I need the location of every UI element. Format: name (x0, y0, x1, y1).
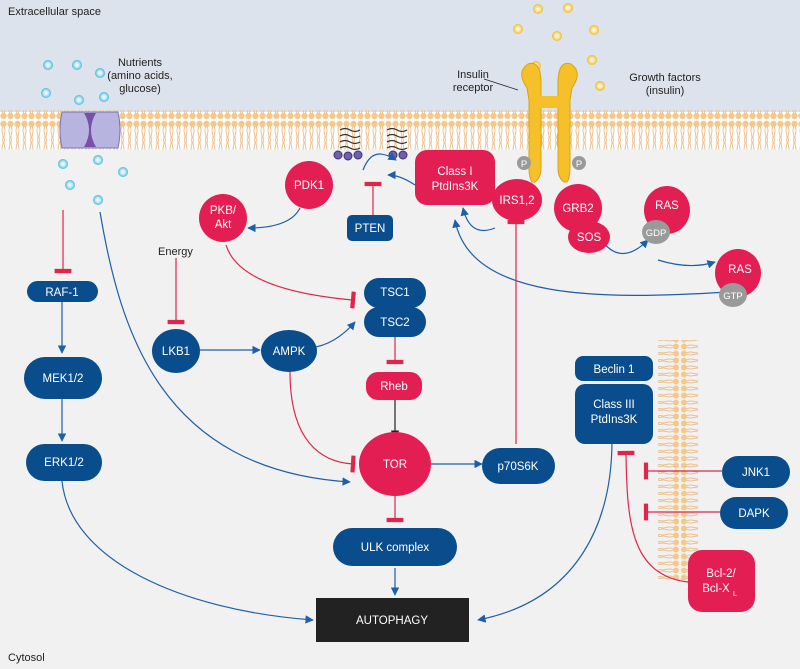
phosphoinositide-left (333, 127, 363, 161)
rheb-node: Rheb (366, 372, 422, 400)
activation-edges (57, 152, 729, 624)
svg-text:Akt: Akt (215, 219, 232, 231)
svg-text:MEK1/2: MEK1/2 (43, 373, 84, 385)
tor-node: TOR (359, 432, 431, 496)
svg-text:RAS: RAS (728, 264, 752, 276)
phosphate-left: P (517, 156, 531, 170)
svg-text:SOS: SOS (577, 232, 602, 244)
nutrient-particles (41, 60, 128, 205)
edge-ras-gdp-ras-gtp (657, 259, 716, 269)
edge-pkb-inhibit-tsc (225, 244, 356, 309)
insulin-receptor (521, 62, 578, 183)
bclx-text: Bcl-X (702, 583, 730, 595)
inhibition-edges (54, 181, 722, 583)
nutrients-label-line2: (amino acids, (107, 70, 172, 82)
receptor-callout-line (483, 78, 519, 91)
insulin-receptor-label-line1: Insulin (457, 69, 489, 81)
svg-text:ULK complex: ULK complex (361, 542, 430, 554)
svg-text:TSC1: TSC1 (380, 287, 409, 299)
svg-text:Rheb: Rheb (380, 381, 408, 393)
svg-text:AUTOPHAGY: AUTOPHAGY (356, 615, 428, 627)
svg-text:RAS: RAS (655, 200, 679, 212)
raf1-node: RAF-1 (27, 281, 98, 302)
edge-class3-autophagy (477, 439, 613, 623)
svg-text:PKB/: PKB/ (210, 205, 237, 217)
nutrients-label-line1: Nutrients (118, 57, 163, 69)
gdp-tag: GDP (642, 220, 670, 244)
svg-text:DAPK: DAPK (738, 508, 770, 520)
edge-pdk1-pkb (247, 207, 301, 233)
edge-class1-pdk1 (387, 170, 416, 186)
edge-erk12-autophagy (61, 480, 314, 624)
svg-text:PtdIns3K: PtdIns3K (432, 181, 479, 193)
dapk-node: DAPK (720, 497, 788, 529)
edge-ras-gtp-class1 (452, 219, 729, 296)
svg-text:Bcl-2/: Bcl-2/ (706, 568, 736, 580)
extracellular-region (0, 0, 800, 112)
growth-factors-label-line1: Growth factors (629, 72, 701, 84)
svg-text:LKB1: LKB1 (162, 346, 190, 358)
lkb1-node: LKB1 (152, 329, 200, 373)
edge-pip-to-pip3 (362, 152, 397, 171)
tsc2-node: TSC2 (364, 307, 426, 337)
svg-text:IRS1,2: IRS1,2 (499, 195, 534, 207)
tsc1-node: TSC1 (364, 278, 426, 308)
class3-ptdins3k-node: Class III PtdIns3K (575, 384, 653, 444)
svg-text:P: P (576, 159, 582, 170)
irs12-node: IRS1,2 (492, 179, 542, 221)
ulk-complex-node: ULK complex (333, 528, 457, 566)
ampk-node: AMPK (261, 330, 317, 372)
svg-text:Beclin 1: Beclin 1 (594, 364, 635, 376)
svg-text:RAF-1: RAF-1 (45, 287, 78, 299)
svg-text:PTEN: PTEN (355, 223, 386, 235)
svg-text:GDP: GDP (646, 228, 667, 239)
extracellular-space-label: Extracellular space (8, 6, 101, 18)
class1-ptdins3k-node: Class I PtdIns3K (415, 150, 495, 205)
autophagy-node: AUTOPHAGY (316, 598, 469, 642)
cytosol-label: Cytosol (8, 652, 45, 664)
edge-nutrients-tor (99, 211, 351, 486)
nutrient-transporter (59, 111, 121, 149)
svg-text:AMPK: AMPK (273, 346, 306, 358)
grb2-node: GRB2 (554, 184, 602, 232)
svg-text:GTP: GTP (723, 291, 743, 302)
svg-text:p70S6K: p70S6K (498, 461, 539, 473)
svg-text:ERK1/2: ERK1/2 (44, 457, 84, 469)
svg-text:TSC2: TSC2 (380, 317, 409, 329)
svg-text:PDK1: PDK1 (294, 180, 324, 192)
svg-text:JNK1: JNK1 (742, 467, 770, 479)
svg-text:P: P (521, 159, 527, 170)
bclx-subscript: L (733, 591, 737, 598)
insulin-receptor-label-line2: receptor (453, 82, 494, 94)
pkb-akt-node: PKB/ Akt (199, 194, 247, 242)
svg-text:Class III: Class III (593, 399, 635, 411)
svg-text:TOR: TOR (383, 459, 407, 471)
sos-node: SOS (568, 221, 610, 253)
svg-text:GRB2: GRB2 (562, 203, 593, 215)
p70s6k-node: p70S6K (482, 448, 555, 484)
edge-ampk-inhibit-tor (289, 371, 356, 473)
svg-text:Class I: Class I (437, 166, 472, 178)
gtp-tag: GTP (719, 283, 747, 307)
jnk1-node: JNK1 (722, 456, 790, 488)
edge-bcl2-inhibit-beclin (617, 450, 689, 583)
phosphate-right: P (572, 156, 586, 170)
svg-text:PtdIns3K: PtdIns3K (591, 414, 638, 426)
growth-factors-label-line2: (insulin) (646, 85, 685, 97)
pdk1-node: PDK1 (285, 161, 333, 209)
erk12-node: ERK1/2 (26, 444, 102, 481)
beclin1-node: Beclin 1 (575, 356, 653, 381)
pten-node: PTEN (347, 215, 393, 241)
edge-irs-class1 (460, 207, 496, 232)
nutrients-label-line3: glucose) (119, 83, 161, 95)
mek12-node: MEK1/2 (24, 357, 102, 399)
bcl2-bclxl-node: Bcl-2/ Bcl-X L (688, 550, 755, 612)
energy-label: Energy (158, 246, 193, 258)
vesicle-membrane (658, 340, 698, 580)
